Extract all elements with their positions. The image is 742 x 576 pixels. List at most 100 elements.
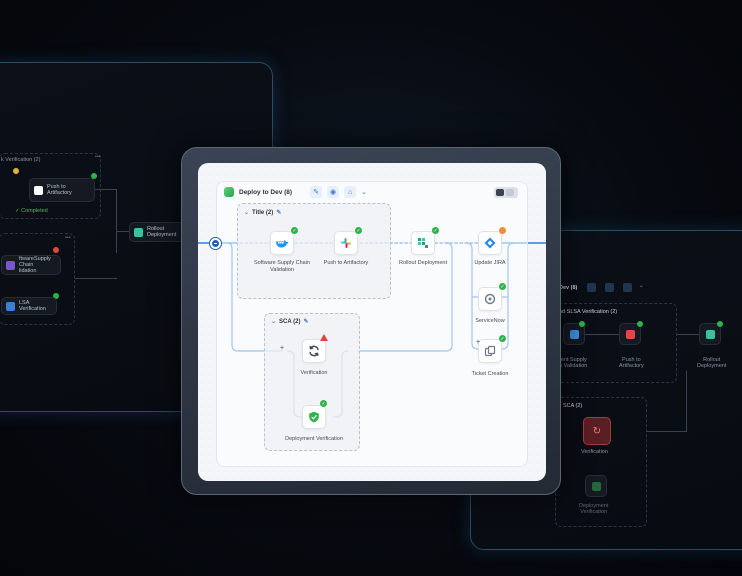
add-step-plus-icon[interactable]: + bbox=[476, 339, 481, 346]
collapse-chevron-icon[interactable]: ⌄ bbox=[271, 319, 277, 325]
node-update-jira[interactable] bbox=[478, 231, 502, 255]
completed-badge: ✓ Completed bbox=[15, 208, 48, 214]
node-label: Verification bbox=[300, 370, 328, 376]
error-dot-icon bbox=[53, 247, 59, 253]
view-icon[interactable] bbox=[605, 283, 614, 292]
status-warning-icon bbox=[320, 334, 328, 341]
more-icon[interactable]: ••• bbox=[65, 235, 71, 241]
view-toggle[interactable] bbox=[494, 187, 518, 198]
node-label: Rollout Deployment bbox=[399, 260, 447, 266]
node-deployment-verification[interactable] bbox=[302, 405, 326, 429]
edit-pencil-icon[interactable]: ✎ bbox=[310, 186, 323, 198]
check-icon bbox=[53, 293, 59, 299]
rollout-icon bbox=[705, 329, 715, 339]
right-stage-title: Dev (8) bbox=[559, 285, 578, 291]
stage-header: Deploy to Dev (8) ✎ ◉ ⌂ ⌄ bbox=[224, 186, 367, 198]
node-label: Push to Artifactory bbox=[323, 260, 369, 266]
edge bbox=[75, 278, 117, 279]
node-label: LSA Verification bbox=[19, 300, 46, 312]
edge bbox=[95, 189, 117, 190]
servicenow-icon bbox=[484, 293, 496, 305]
node-label: lidation bbox=[19, 268, 37, 274]
warning-dot-icon bbox=[13, 168, 19, 174]
group-sca bbox=[264, 313, 360, 451]
toggle-option-list[interactable] bbox=[506, 189, 514, 196]
node-label: Ticket Creation bbox=[471, 371, 509, 377]
slsa-icon bbox=[6, 301, 15, 311]
edit-icon[interactable] bbox=[587, 283, 596, 292]
node-software-supply-chain[interactable] bbox=[270, 231, 294, 255]
status-success-icon: ✓ bbox=[499, 283, 506, 290]
edge bbox=[647, 431, 687, 432]
group-header: ⌄ Title (2) ✎ bbox=[244, 209, 282, 217]
right-node-rollout[interactable] bbox=[699, 323, 721, 345]
supply-chain-icon bbox=[6, 260, 15, 270]
left-group-slsa bbox=[0, 233, 75, 325]
shield-check-icon bbox=[591, 481, 601, 491]
template-icon[interactable]: ⌂ bbox=[344, 186, 357, 198]
collapse-chevron-icon[interactable]: ⌄ bbox=[244, 210, 250, 216]
right-group-title: nd SLSA Verification (2) bbox=[559, 309, 618, 315]
pipeline-start-node[interactable] bbox=[210, 238, 221, 249]
pipeline-canvas[interactable]: Deploy to Dev (8) ✎ ◉ ⌂ ⌄ ⌄ Title (2) ✎ … bbox=[198, 163, 546, 481]
node-rollout-deployment[interactable] bbox=[411, 231, 435, 255]
shield-check-icon bbox=[309, 411, 319, 423]
left-group-title: k Verification (2) bbox=[1, 157, 41, 163]
right-node-verification[interactable]: ↻ bbox=[583, 417, 611, 445]
more-icon[interactable]: ••• bbox=[95, 154, 101, 160]
node-label: Verification bbox=[581, 449, 608, 455]
sca-title-label: SCA (2) bbox=[279, 318, 301, 325]
copy-icon bbox=[484, 345, 496, 357]
node-label: Push to Artifactory bbox=[47, 184, 72, 196]
edit-pencil-icon[interactable]: ✎ bbox=[276, 210, 282, 216]
node-ticket-creation[interactable] bbox=[478, 339, 502, 363]
status-success-icon: ✓ bbox=[432, 227, 439, 234]
slack-icon bbox=[341, 238, 351, 248]
stage-cube-icon bbox=[224, 187, 234, 197]
slack-icon bbox=[625, 329, 635, 339]
node-label: Update JIRA bbox=[474, 260, 506, 266]
settings-icon[interactable] bbox=[623, 283, 632, 292]
right-node-software[interactable] bbox=[563, 323, 585, 345]
check-icon bbox=[91, 173, 97, 179]
group-title bbox=[237, 203, 391, 299]
status-success-icon: ✓ bbox=[499, 335, 506, 342]
left-node-slsa[interactable]: LSA Verification bbox=[1, 297, 57, 315]
node-verification[interactable] bbox=[302, 339, 326, 363]
right-node-push[interactable] bbox=[619, 323, 641, 345]
rollout-icon bbox=[418, 238, 428, 248]
add-step-plus-icon[interactable]: + bbox=[280, 345, 285, 352]
artifactory-icon bbox=[34, 185, 43, 195]
node-push-artifactory[interactable] bbox=[334, 231, 358, 255]
node-servicenow[interactable] bbox=[478, 287, 502, 311]
check-icon bbox=[637, 321, 643, 327]
status-pending-icon bbox=[499, 227, 506, 234]
node-label: ServiceNow bbox=[475, 318, 505, 324]
stage-title: Deploy to Dev (8) bbox=[239, 188, 293, 196]
right-node-deploy-verification[interactable] bbox=[585, 475, 607, 497]
sca-header: ⌄ SCA (2) ✎ bbox=[271, 318, 309, 326]
chevron-down-icon[interactable]: ⌄ bbox=[639, 283, 644, 289]
node-label: Rollout Deployment bbox=[147, 226, 177, 238]
edge bbox=[116, 231, 129, 232]
edge bbox=[686, 371, 687, 431]
view-eye-icon[interactable]: ◉ bbox=[327, 186, 340, 198]
left-node-push-artifactory[interactable]: Push to Artifactory bbox=[29, 178, 95, 202]
pipeline-window: Deploy to Dev (8) ✎ ◉ ⌂ ⌄ ⌄ Title (2) ✎ … bbox=[181, 147, 561, 495]
edit-pencil-icon[interactable]: ✎ bbox=[303, 319, 309, 325]
jira-icon bbox=[484, 237, 496, 249]
status-success-icon: ✓ bbox=[291, 227, 298, 234]
refresh-icon: ↻ bbox=[592, 425, 602, 437]
node-label: Deployment Verification bbox=[285, 436, 343, 442]
edge bbox=[116, 189, 117, 253]
node-label: Software Supply Chain Validation bbox=[254, 260, 310, 273]
status-success-icon: ✓ bbox=[355, 227, 362, 234]
chevron-down-icon[interactable]: ⌄ bbox=[361, 189, 367, 196]
right-sca-title: SCA (2) bbox=[563, 403, 583, 409]
toggle-option-graph[interactable] bbox=[496, 189, 504, 196]
